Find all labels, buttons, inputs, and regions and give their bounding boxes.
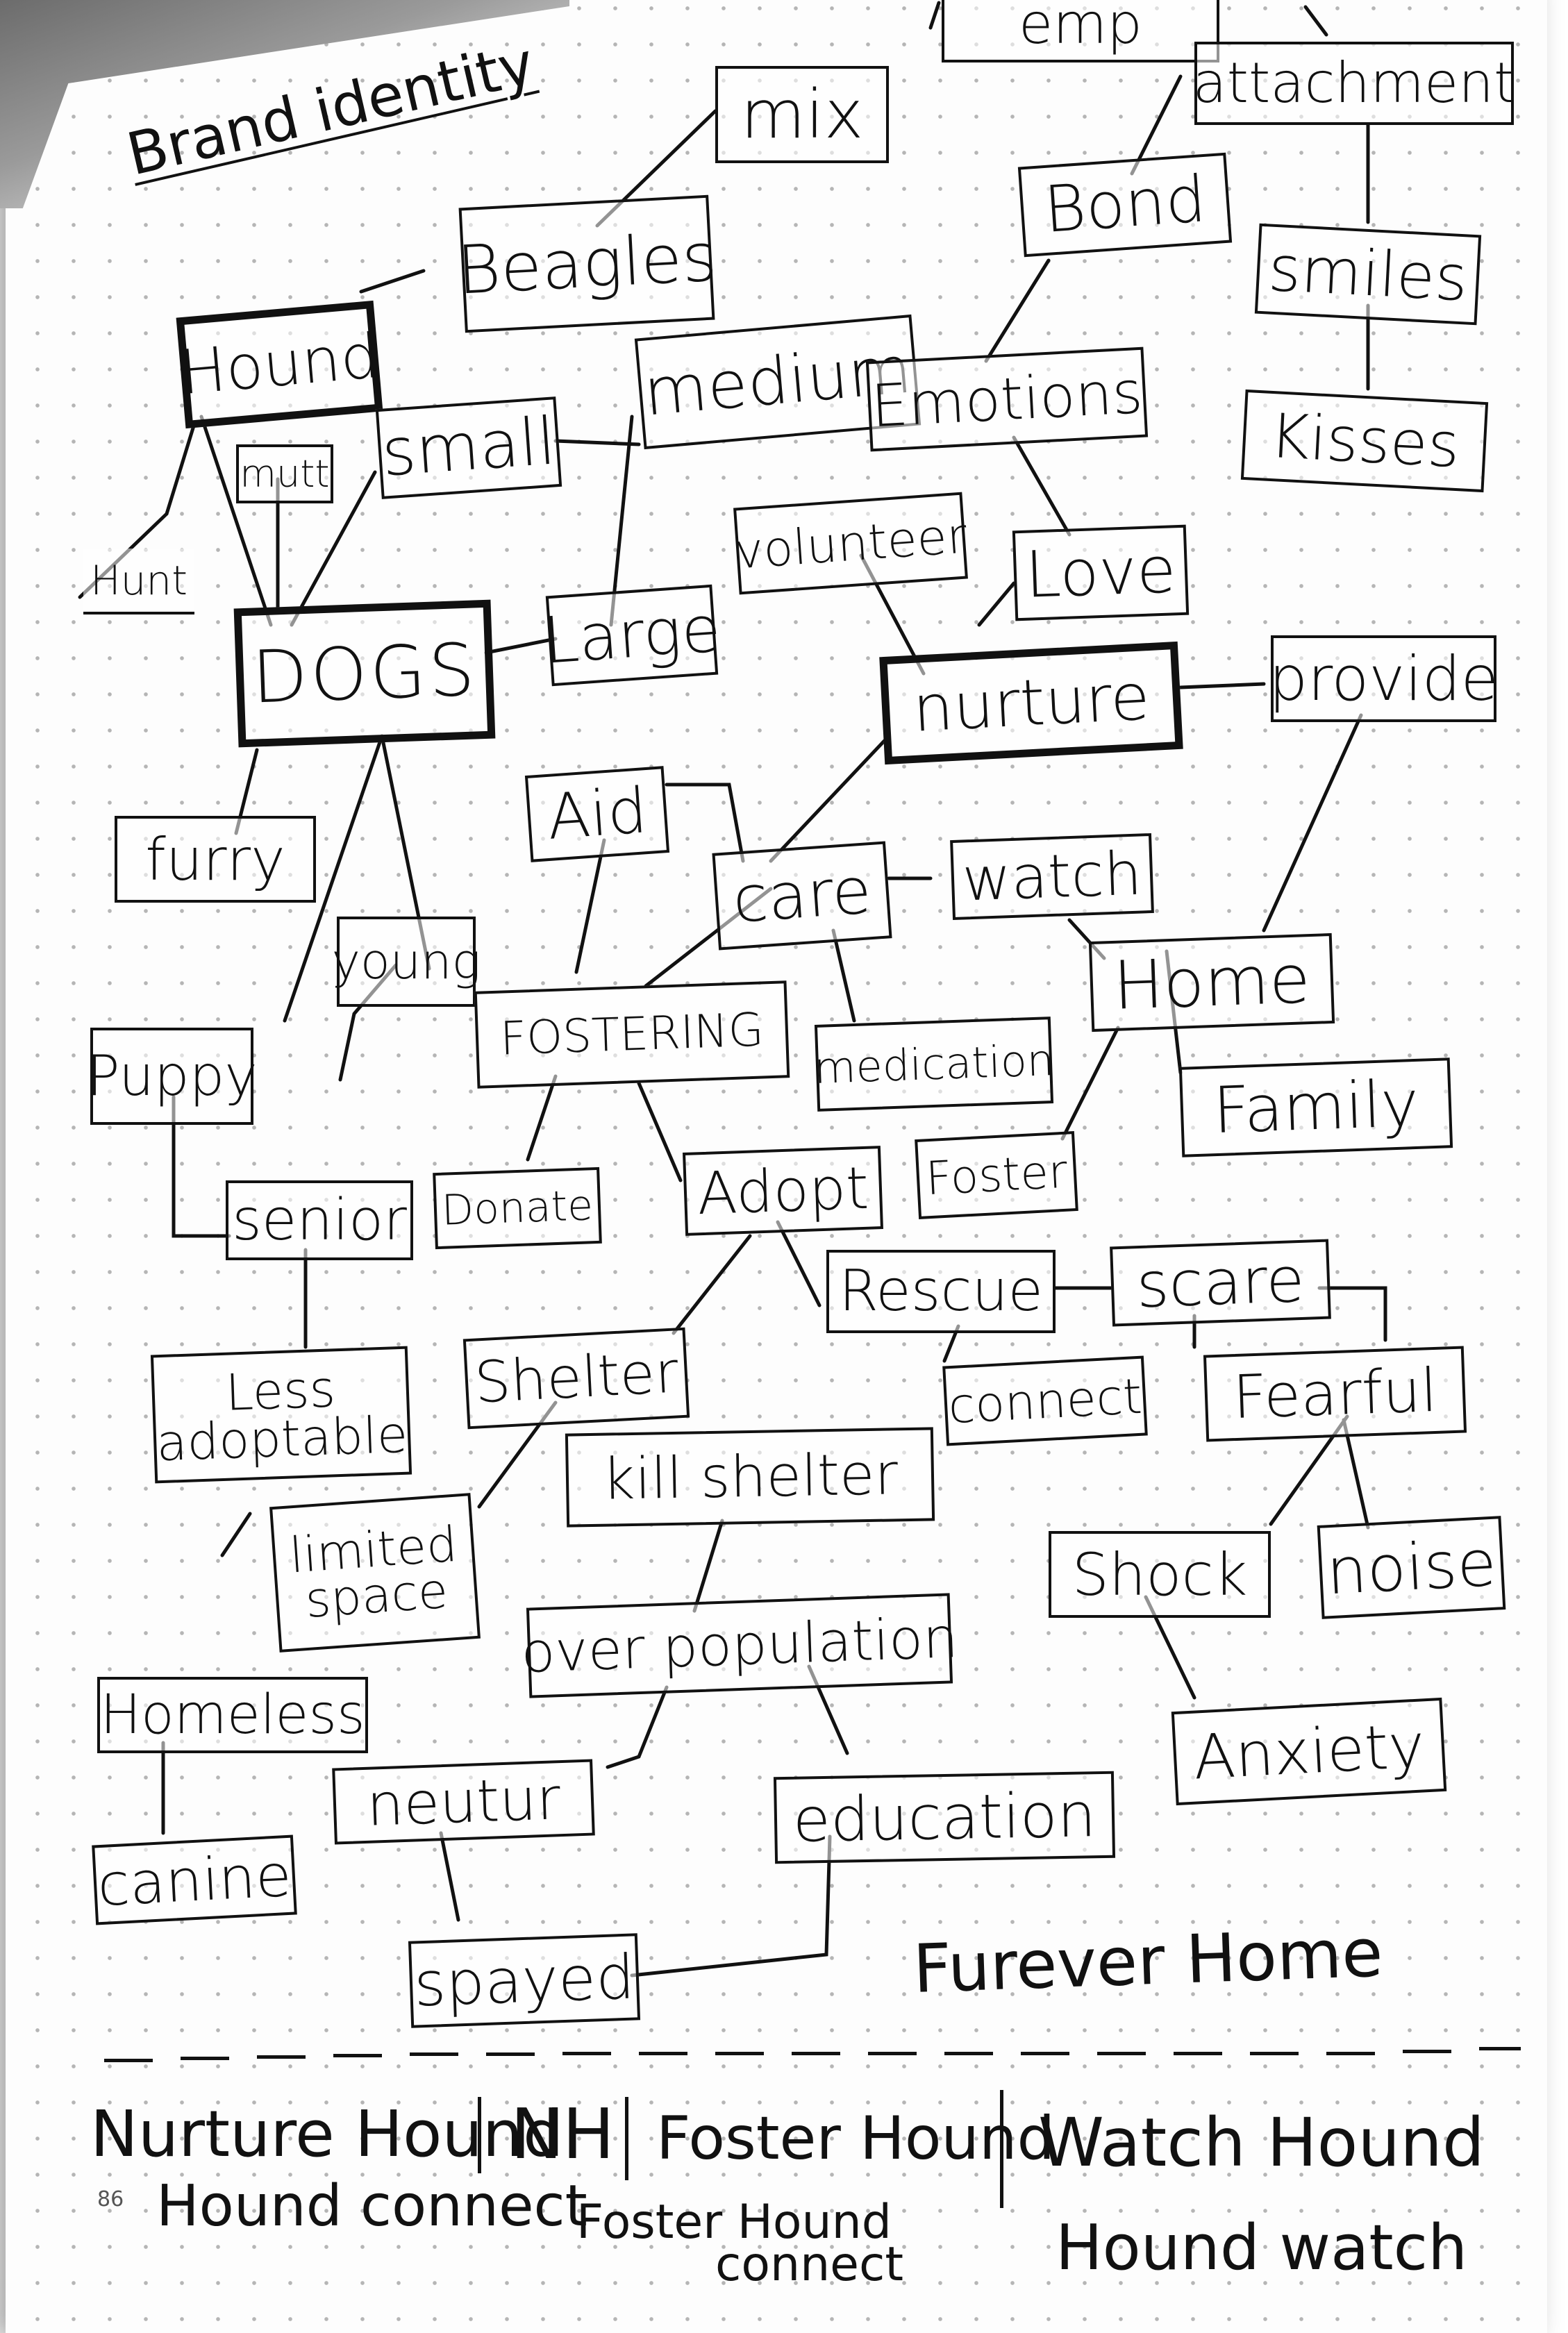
node-senior: senior — [226, 1180, 413, 1260]
name-option-nurture-hound: Nurture Hound — [90, 2097, 564, 2171]
node-small: small — [375, 396, 562, 499]
separator-1 — [478, 2097, 481, 2173]
node-love: Love — [1012, 524, 1190, 621]
node-nurture: nurture — [879, 641, 1183, 765]
node-watch: watch — [950, 833, 1154, 921]
node-noise: noise — [1317, 1516, 1506, 1619]
page-number: 86 — [97, 2187, 124, 2211]
node-shelter: Shelter — [462, 1327, 690, 1430]
node-puppy: Puppy — [86, 1028, 258, 1125]
node-donate: Donate — [433, 1166, 602, 1250]
node-education: education — [773, 1771, 1116, 1864]
node-emp: emp — [942, 0, 1219, 62]
node-connect: connect — [942, 1355, 1148, 1446]
node-rescue: Rescue — [826, 1250, 1056, 1333]
node-adopt: Adopt — [682, 1146, 884, 1236]
node-volunteer: volunteer — [733, 492, 969, 595]
name-option-watch-hound: Watch Hound — [1038, 2104, 1485, 2182]
name-option-foster-hound-connect: Foster Hound connect — [576, 2195, 904, 2293]
node-kill-shelter: kill shelter — [565, 1427, 935, 1528]
furever-home-text: Furever Home — [912, 1914, 1385, 2008]
node-emotions: Emotions — [865, 346, 1149, 452]
node-mutt: mutt — [236, 444, 333, 503]
node-medication: medication — [813, 1017, 1055, 1112]
node-aid: Aid — [524, 766, 670, 862]
foster-hound-connect-line2: connect — [715, 2237, 904, 2293]
node-neutur: neutur — [332, 1759, 595, 1845]
node-overpopulation: over population — [520, 1593, 959, 1698]
name-option-nh: NH — [510, 2093, 615, 2175]
node-furry: furry — [115, 816, 316, 903]
node-smiles: smiles — [1254, 223, 1482, 326]
node-care: care — [712, 841, 892, 951]
separator-3 — [1000, 2090, 1003, 2208]
foster-hound-connect-line1: Foster Hound — [576, 2195, 892, 2250]
node-kisses: Kisses — [1240, 389, 1489, 493]
node-fostering: FOSTERING — [474, 980, 790, 1089]
node-limited-space: limited space — [269, 1493, 481, 1653]
node-family: Family — [1178, 1057, 1453, 1157]
name-option-hound-watch: Hound watch — [1056, 2211, 1468, 2284]
node-scare: scare — [1110, 1239, 1331, 1327]
node-mix: mix — [715, 66, 889, 163]
name-option-foster-hound: Foster Hound — [656, 2104, 1056, 2173]
node-hunt: Hunt — [83, 549, 194, 614]
node-home: Home — [1088, 933, 1335, 1032]
name-option-hound-connect: Hound connect — [156, 2173, 587, 2239]
node-young: young — [332, 917, 481, 1007]
node-hound: Hound — [176, 300, 383, 429]
node-fearful: Fearful — [1203, 1346, 1467, 1442]
node-beagles: Beagles — [455, 194, 719, 333]
node-attachment: attachment — [1193, 42, 1515, 125]
separator-2 — [625, 2097, 628, 2180]
node-large: Large — [541, 584, 723, 687]
node-anxiety: Anxiety — [1171, 1697, 1447, 1806]
node-homeless: Homeless — [97, 1677, 368, 1753]
node-dogs-central: DOGS — [233, 599, 496, 748]
node-shock: Shock — [1049, 1531, 1271, 1618]
node-foster: Foster — [915, 1131, 1078, 1219]
node-canine: canine — [92, 1834, 297, 1925]
node-less-adoptable: Less adoptable — [150, 1346, 412, 1484]
node-bond: Bond — [1017, 152, 1233, 258]
node-spayed: spayed — [408, 1933, 641, 2028]
node-provide: provide — [1269, 635, 1499, 722]
